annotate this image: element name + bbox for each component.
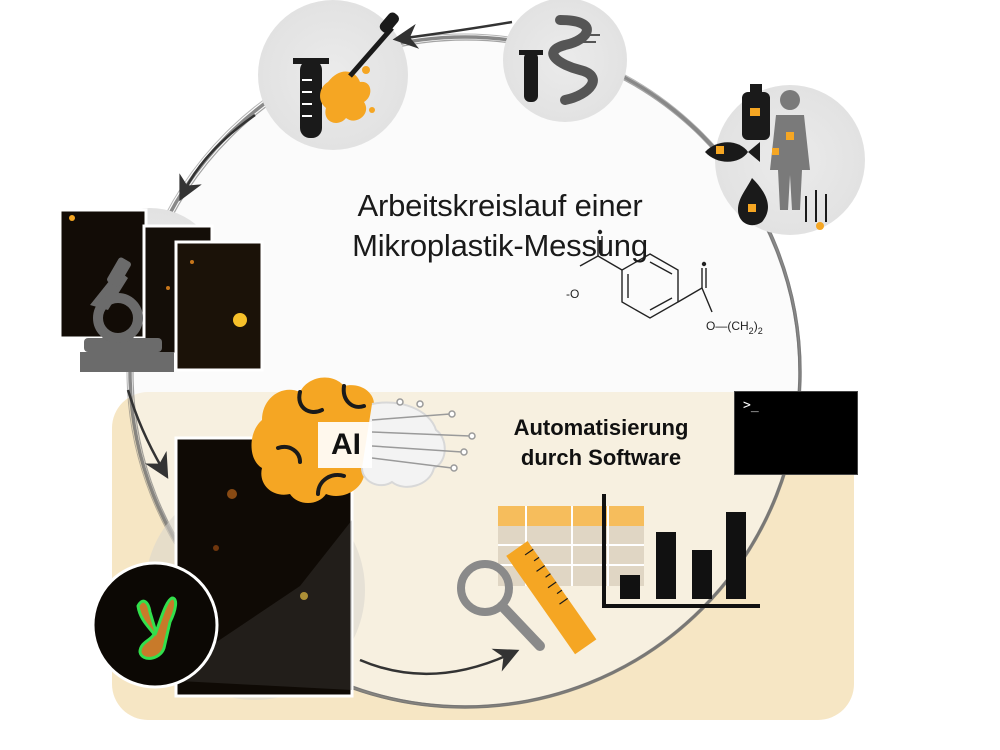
terminal-prompt: >_ xyxy=(743,398,759,413)
title-line-2: Mikroplastik-Messung xyxy=(352,228,648,263)
fluorescence-microscopy-icon xyxy=(58,208,264,372)
brain-ai-icon xyxy=(251,377,476,503)
chem-label-right: O—(CH2)2 xyxy=(706,319,763,336)
river-sample-icon xyxy=(519,15,600,105)
cycle-arrow-bottom xyxy=(359,648,520,676)
automation-line-2: durch Software xyxy=(520,445,682,470)
pet-structure-icon xyxy=(579,229,713,319)
automation-title: Automatisierung durch Software xyxy=(488,413,714,473)
cycle-arrow-lower-left xyxy=(126,389,169,479)
detected-particle-zoom-icon xyxy=(91,561,219,689)
bar-chart-icon xyxy=(602,494,760,608)
ai-label: AI xyxy=(331,428,361,461)
chem-label-left: -O xyxy=(566,287,579,301)
diagram-title: Arbeitskreislauf einer Mikroplastik-Mess… xyxy=(300,186,700,266)
automation-line-1: Automatisierung xyxy=(513,415,689,440)
cycle-arrow-left xyxy=(179,113,256,202)
terminal-icon: >_ xyxy=(734,391,858,475)
table-ruler-magnifier-icon xyxy=(457,506,644,655)
title-line-1: Arbeitskreislauf einer xyxy=(357,188,643,223)
human-exposure-icon xyxy=(705,84,827,230)
test-tube-pipette-icon xyxy=(293,12,399,138)
cycle-arrow-top xyxy=(392,20,513,49)
